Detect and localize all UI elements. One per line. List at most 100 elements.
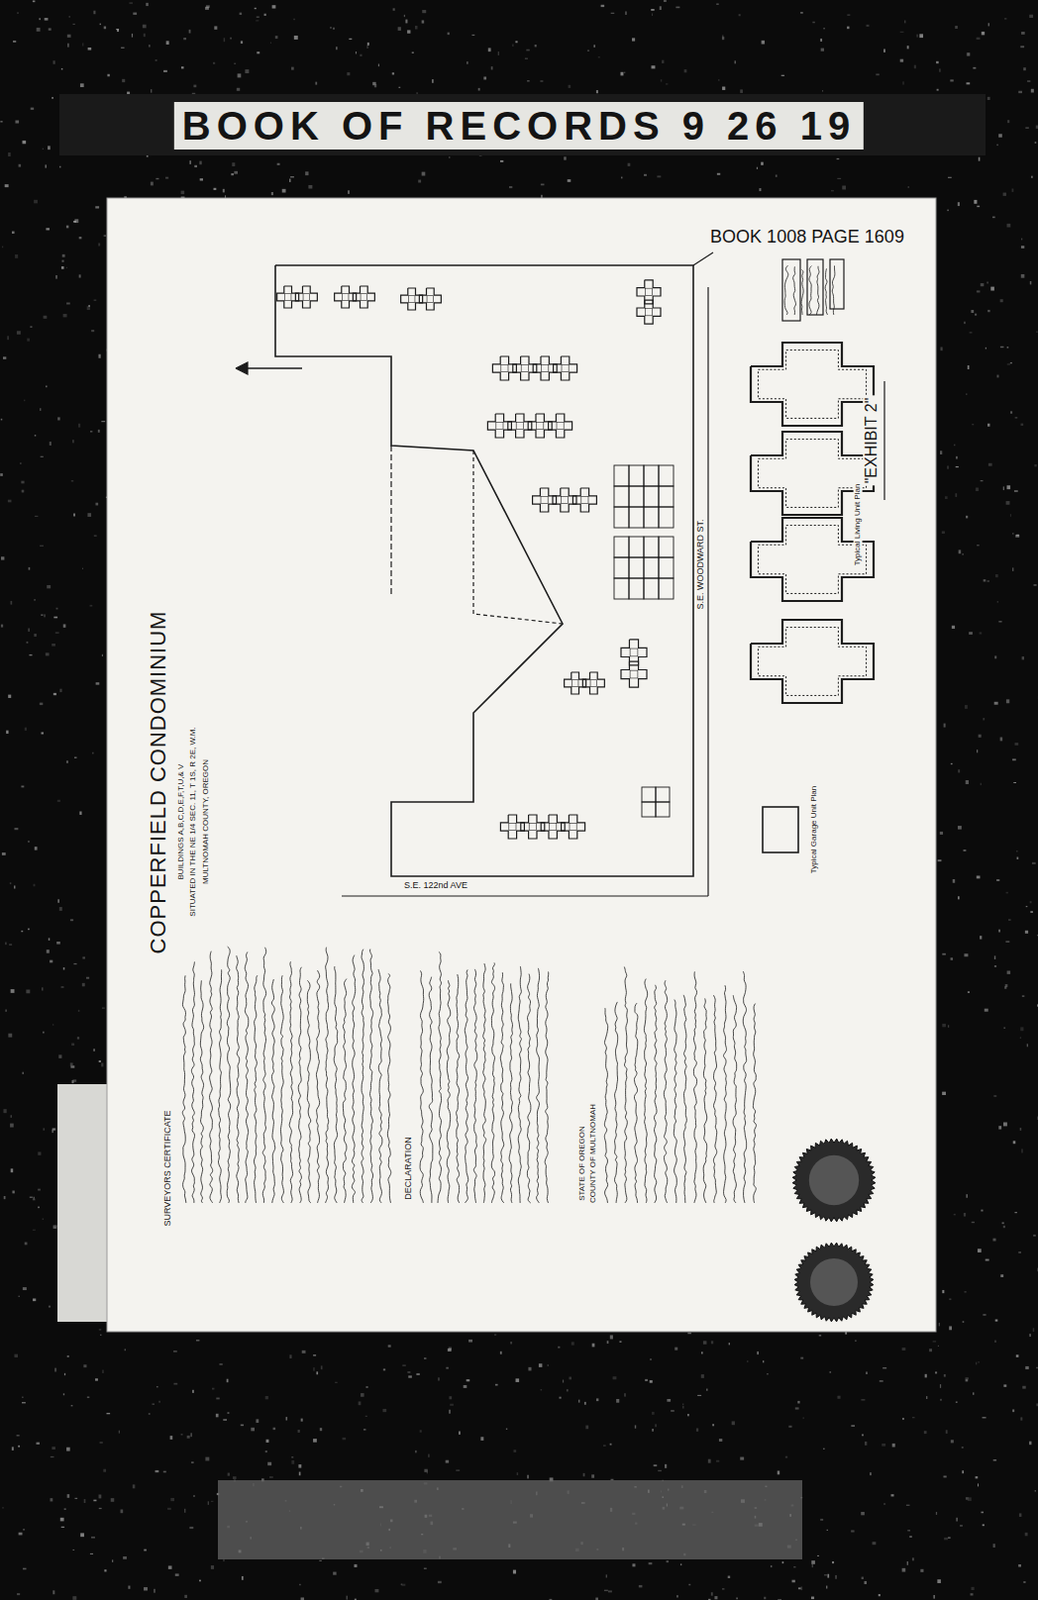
noise-speck	[1021, 238, 1023, 241]
noise-speck	[976, 875, 981, 879]
noise-speck	[950, 1440, 954, 1444]
noise-speck	[312, 1439, 317, 1444]
noise-speck	[498, 51, 500, 56]
noise-speck	[963, 953, 968, 957]
noise-speck	[1012, 532, 1014, 535]
noise-speck	[722, 34, 724, 37]
noise-speck	[929, 1349, 933, 1352]
handwriting	[784, 265, 789, 315]
noise-speck	[0, 556, 4, 560]
paper-sheet	[106, 198, 936, 1333]
noise-speck	[79, 811, 82, 815]
noise-speck	[739, 1457, 744, 1461]
handwriting	[544, 971, 549, 1204]
noise-speck	[67, 43, 69, 48]
noise-speck	[988, 22, 990, 26]
unit-core	[541, 364, 549, 372]
noise-speck	[34, 846, 38, 850]
noise-speck	[593, 44, 595, 48]
noise-speck	[676, 1595, 678, 1598]
noise-speck	[73, 514, 76, 518]
noise-speck	[983, 579, 987, 582]
noise-speck	[777, 1471, 780, 1476]
noise-speck	[9, 1124, 14, 1129]
noise-speck	[620, 72, 623, 77]
noise-speck	[74, 757, 78, 759]
noise-speck	[955, 1518, 957, 1523]
noise-speck	[941, 530, 945, 534]
noise-speck	[1037, 1117, 1038, 1121]
handwriting	[342, 979, 347, 1204]
noise-speck	[64, 1373, 66, 1376]
noise-speck	[298, 1464, 302, 1469]
noise-speck	[51, 97, 54, 100]
noise-speck	[854, 1341, 856, 1343]
noise-speck	[610, 1444, 613, 1447]
noise-speck	[1003, 1384, 1007, 1387]
noise-speck	[27, 840, 30, 843]
noise-speck	[365, 1416, 368, 1418]
unit-plan-wall	[757, 525, 866, 595]
noise-speck	[900, 31, 905, 33]
noise-speck	[777, 1599, 782, 1600]
noise-speck	[980, 1512, 984, 1515]
noise-speck	[860, 1399, 865, 1402]
noise-speck	[1010, 514, 1012, 518]
noise-speck	[1030, 911, 1034, 914]
unit-plan	[750, 342, 874, 426]
noise-speck	[1025, 931, 1029, 935]
noise-speck	[975, 1362, 977, 1366]
noise-speck	[961, 1470, 964, 1474]
noise-speck	[708, 1599, 711, 1600]
noise-speck	[792, 1580, 796, 1584]
noise-speck	[977, 1483, 979, 1487]
noise-speck	[59, 907, 63, 912]
unit-core	[426, 296, 434, 304]
noise-speck	[348, 38, 352, 40]
noise-speck	[648, 1562, 653, 1565]
noise-speck	[1006, 699, 1010, 704]
noise-speck	[39, 408, 41, 412]
noise-speck	[61, 986, 65, 988]
noise-speck	[761, 40, 765, 45]
noise-speck	[240, 1425, 244, 1428]
noise-speck	[437, 1377, 440, 1381]
noise-speck	[634, 1425, 636, 1429]
noise-speck	[939, 1384, 941, 1389]
noise-speck	[448, 156, 450, 159]
noise-speck	[1036, 1367, 1038, 1369]
noise-speck	[863, 1581, 867, 1585]
noise-speck	[289, 179, 291, 183]
noise-speck	[785, 1456, 788, 1459]
noise-speck	[163, 70, 168, 73]
noise-speck	[516, 1378, 520, 1383]
garage-stall	[643, 557, 659, 579]
noise-speck	[45, 385, 48, 388]
noise-speck	[926, 1396, 928, 1400]
noise-speck	[1010, 362, 1013, 364]
noise-speck	[607, 1341, 610, 1345]
noise-speck	[155, 178, 159, 180]
noise-speck	[947, 177, 952, 179]
noise-speck	[1010, 411, 1013, 414]
noise-speck	[963, 849, 967, 851]
noise-speck	[937, 859, 942, 862]
noise-speck	[143, 1550, 147, 1553]
noise-speck	[345, 1596, 347, 1600]
garage-stall	[658, 557, 674, 579]
noise-speck	[1016, 850, 1018, 852]
noise-speck	[557, 1347, 560, 1350]
noise-speck	[71, 1043, 75, 1047]
noise-speck	[200, 178, 204, 181]
noise-speck	[91, 1537, 96, 1540]
noise-speck	[301, 1419, 304, 1423]
building-unit	[553, 356, 578, 381]
noise-speck	[363, 1429, 367, 1431]
noise-speck	[568, 1377, 572, 1381]
noise-speck	[1014, 490, 1019, 493]
noise-speck	[547, 1364, 550, 1367]
noise-speck	[49, 441, 52, 446]
noise-speck	[491, 66, 494, 70]
noise-speck	[598, 56, 601, 58]
stamp-box	[830, 259, 844, 310]
